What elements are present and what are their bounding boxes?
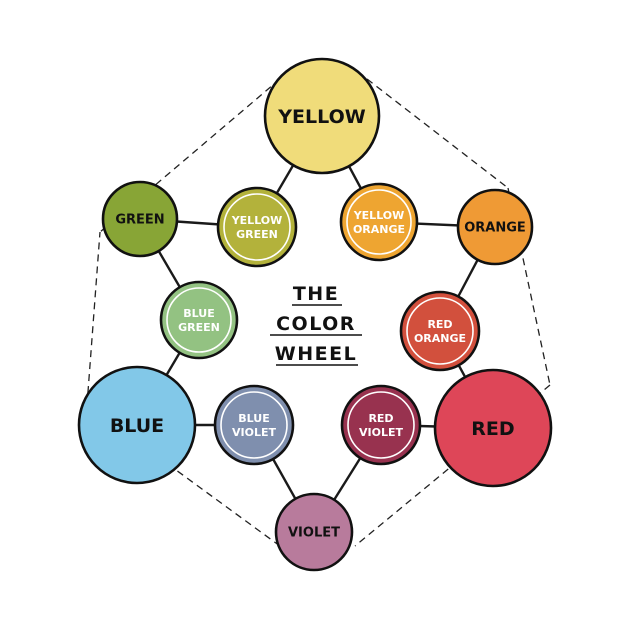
label-blue-violet-line-2: VIOLET [232, 426, 276, 439]
circle-yellow-orange [339, 182, 419, 262]
label-yellow-green-line-2: GREEN [236, 228, 278, 241]
label-red-orange-line-2: ORANGE [414, 332, 466, 345]
circle-yellow [263, 57, 381, 175]
circle-red-orange [399, 290, 481, 372]
inner-ring-yellow-orange [346, 189, 412, 255]
label-blue-green-line-2: GREEN [178, 321, 220, 334]
circle-violet [274, 492, 354, 572]
hexagon-edge [86, 404, 281, 547]
circle-orange [456, 188, 534, 266]
inner-ring-blue-green [166, 287, 232, 353]
label-yellow-green-line-1: YELLOW [231, 214, 283, 227]
circle-yellow-green [216, 186, 298, 268]
label-blue-green-line-1: BLUE [183, 307, 214, 320]
node-green: GREEN [101, 180, 179, 258]
hexagon-edge [86, 231, 101, 406]
node-red: RED [433, 368, 553, 488]
hexagon-edge [366, 78, 509, 189]
label-blue-line-1: BLUE [110, 415, 164, 437]
node-blue: BLUE [77, 365, 197, 485]
title-line-1: THE [293, 283, 339, 305]
inner-ring-blue-violet [220, 391, 288, 459]
inner-ring-yellow-green [223, 193, 291, 261]
diagram-title: THE COLOR WHEEL [270, 283, 362, 366]
hexagon-edge [507, 187, 551, 386]
node-violet: VIOLET [274, 492, 354, 572]
circle-red-violet [340, 384, 422, 466]
label-green-line-1: GREEN [115, 213, 164, 228]
label-yellow-orange-line-2: ORANGE [353, 223, 405, 236]
circle-blue-green [159, 280, 239, 360]
node-orange: ORANGE [456, 188, 534, 266]
title-line-2: COLOR [276, 313, 356, 335]
label-red-orange-line-1: RED [427, 318, 452, 331]
label-red-violet-line-2: VIOLET [359, 426, 403, 439]
label-blue-violet-line-1: BLUE [238, 412, 269, 425]
circle-green [101, 180, 179, 258]
label-yellow-orange-line-1: YELLOW [353, 209, 405, 222]
label-yellow-line-1: YELLOW [277, 106, 365, 128]
node-yellow: YELLOW [263, 57, 381, 175]
label-red-violet-line-1: RED [368, 412, 393, 425]
circle-red [433, 368, 553, 488]
inner-ring-red-orange [406, 297, 474, 365]
inner-ring-red-violet [347, 391, 415, 459]
label-orange-line-1: ORANGE [464, 221, 526, 236]
circle-blue-violet [213, 384, 295, 466]
title-line-3: WHEEL [275, 343, 357, 365]
label-red-line-1: RED [471, 418, 514, 440]
label-violet-line-1: VIOLET [288, 526, 340, 541]
circle-blue [77, 365, 197, 485]
